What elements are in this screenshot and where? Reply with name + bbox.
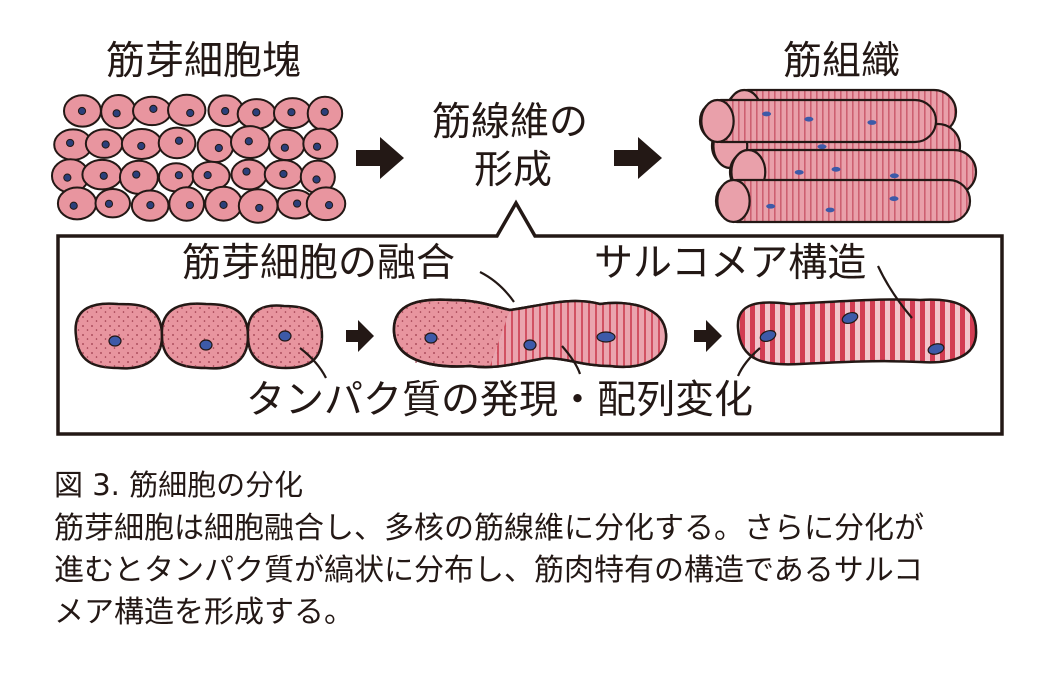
nucleus bbox=[132, 170, 141, 179]
nucleus bbox=[762, 111, 772, 117]
caption-line: 進むとタンパク質が縞状に分布し、筋肉特有の構造であるサルコ bbox=[54, 553, 924, 588]
nucleus bbox=[927, 343, 945, 355]
nucleus bbox=[66, 138, 75, 148]
nucleus bbox=[794, 169, 804, 175]
nucleus bbox=[99, 171, 108, 180]
arrow-icon bbox=[356, 137, 404, 179]
fusing-myoblasts bbox=[392, 298, 668, 369]
nucleus bbox=[279, 169, 288, 179]
leader-line bbox=[479, 271, 515, 303]
nucleus bbox=[174, 136, 184, 145]
figure-caption-title: 図 3. 筋細胞の分化 bbox=[54, 468, 304, 502]
nucleus bbox=[523, 339, 537, 351]
nucleus bbox=[324, 201, 334, 210]
nucleus bbox=[424, 332, 438, 344]
arrow-icon bbox=[346, 320, 374, 352]
label-sarcomere-structure: サルコメア構造 bbox=[594, 241, 867, 286]
label-myoblast-fusion: 筋芽細胞の融合 bbox=[182, 241, 456, 286]
caption-line: メア構造を形成する。 bbox=[54, 595, 354, 630]
nucleus bbox=[185, 200, 194, 210]
nucleus bbox=[219, 200, 228, 209]
nucleus bbox=[312, 142, 322, 151]
muscle-fiber bbox=[714, 178, 972, 224]
leader-line bbox=[561, 345, 582, 375]
muscle-fiber-bundle bbox=[698, 88, 978, 224]
nucleus bbox=[104, 199, 114, 208]
myoblast-cluster bbox=[50, 93, 347, 224]
nucleus bbox=[287, 108, 296, 117]
nucleus bbox=[186, 108, 195, 118]
label-myoblast-mass: 筋芽細胞塊 bbox=[106, 39, 302, 84]
nucleus bbox=[831, 166, 841, 172]
leader-line bbox=[299, 347, 327, 379]
label-protein-expression: タンパク質の発現・配列変化 bbox=[246, 378, 754, 423]
arrow-icon bbox=[694, 320, 722, 352]
nucleus bbox=[841, 311, 859, 325]
nucleus bbox=[108, 335, 122, 347]
nucleus bbox=[867, 120, 877, 125]
nucleus bbox=[804, 116, 814, 122]
nucleus bbox=[69, 201, 78, 210]
nucleus bbox=[221, 106, 230, 116]
nucleus bbox=[293, 199, 302, 208]
nucleus bbox=[825, 207, 835, 213]
label-myofiber-formation-line1: 筋線維の bbox=[432, 100, 589, 145]
nucleus bbox=[278, 330, 292, 342]
nucleus bbox=[244, 137, 253, 146]
label-myofiber-formation-line2: 形成 bbox=[474, 148, 553, 193]
nucleus bbox=[320, 107, 329, 117]
nucleus bbox=[214, 143, 223, 153]
leader-line bbox=[877, 265, 913, 319]
nucleus bbox=[817, 144, 827, 150]
myoblast-cell bbox=[167, 93, 207, 127]
figure-caption-body: 筋芽細胞は細胞融合し、多核の筋線維に分化する。さらに分化が 進むとタンパク質が縞… bbox=[54, 508, 1014, 634]
nucleus bbox=[889, 196, 899, 202]
nucleus bbox=[199, 339, 213, 351]
nucleus bbox=[77, 106, 87, 116]
nucleus bbox=[255, 203, 264, 213]
nucleus bbox=[889, 173, 899, 179]
nucleus bbox=[174, 171, 183, 180]
nucleus bbox=[280, 143, 289, 152]
nucleus bbox=[101, 140, 110, 149]
striated-myotube bbox=[736, 298, 978, 366]
nucleus bbox=[112, 109, 121, 118]
nucleus bbox=[146, 201, 155, 210]
myoblast-cell bbox=[302, 127, 339, 160]
nucleus bbox=[252, 108, 261, 117]
nucleus bbox=[312, 175, 321, 184]
nucleus bbox=[137, 141, 146, 151]
nucleus bbox=[242, 167, 251, 176]
separate-myoblasts bbox=[74, 302, 324, 370]
leader-line bbox=[736, 347, 761, 377]
caption-line: 筋芽細胞は細胞融合し、多核の筋線維に分化する。さらに分化が bbox=[54, 511, 924, 546]
nucleus bbox=[596, 331, 616, 343]
nucleus bbox=[149, 104, 158, 113]
muscle-fiber bbox=[698, 98, 938, 144]
nucleus bbox=[766, 203, 776, 209]
nucleus bbox=[759, 329, 777, 343]
nucleus bbox=[203, 170, 212, 180]
label-muscle-tissue: 筋組織 bbox=[783, 39, 901, 84]
nucleus bbox=[63, 173, 72, 182]
arrow-icon bbox=[614, 137, 662, 179]
